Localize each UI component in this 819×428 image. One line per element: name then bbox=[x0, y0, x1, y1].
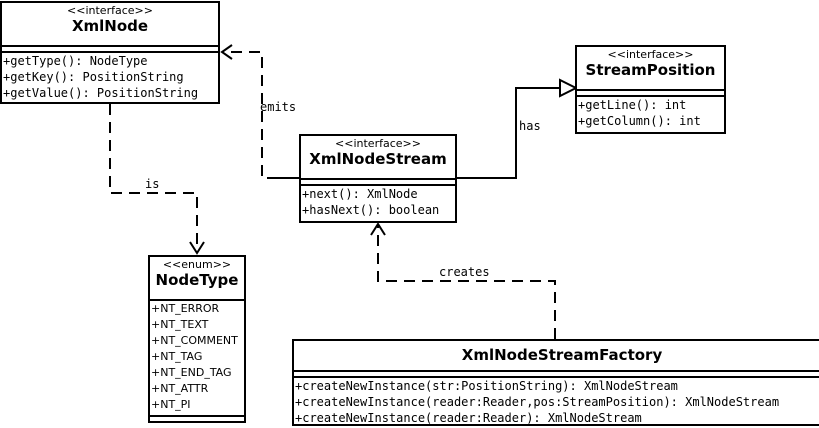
class-xmlnodestream[interactable]: <<interface>> XmlNodeStream +next(): Xml… bbox=[299, 134, 457, 223]
nodetype-literal: +NT_END_TAG bbox=[151, 366, 232, 379]
xmlnodestream-header: <<interface>> XmlNodeStream bbox=[301, 136, 455, 180]
xmlnode-methods: +getType(): NodeType +getKey(): Position… bbox=[2, 53, 218, 101]
nodetype-literal: +NT_ERROR bbox=[151, 302, 220, 315]
xmlnode-method: +getType(): NodeType bbox=[3, 54, 148, 68]
nodetype-literal: +NT_PI bbox=[151, 398, 191, 411]
class-xmlnode[interactable]: <<interface>> XmlNode +getType(): NodeTy… bbox=[0, 1, 220, 104]
nodetype-literal: +NT_TAG bbox=[151, 350, 203, 363]
nodetype-literals: +NT_ERROR +NT_TEXT +NT_COMMENT +NT_TAG +… bbox=[150, 301, 244, 417]
class-streamposition[interactable]: <<interface>> StreamPosition +getLine():… bbox=[575, 45, 726, 134]
streamposition-name: StreamPosition bbox=[585, 61, 716, 79]
xmlnode-stereotype: <<interface>> bbox=[67, 4, 153, 17]
creates-label: creates bbox=[439, 265, 490, 279]
streamposition-header: <<interface>> StreamPosition bbox=[577, 47, 724, 91]
nodetype-literal: +NT_COMMENT bbox=[151, 334, 238, 347]
factory-name: XmlNodeStreamFactory bbox=[461, 346, 663, 364]
enum-nodetype[interactable]: <<enum>> NodeType +NT_ERROR +NT_TEXT +NT… bbox=[148, 255, 246, 423]
factory-attributes bbox=[294, 372, 819, 378]
xmlnode-header: <<interface>> XmlNode bbox=[2, 3, 218, 47]
emits-label: emits bbox=[260, 100, 297, 114]
factory-method: +createNewInstance(reader:Reader): XmlNo… bbox=[295, 411, 642, 425]
xmlnodestream-method: +hasNext(): boolean bbox=[302, 203, 440, 217]
xmlnode-method: +getValue(): PositionString bbox=[3, 86, 199, 100]
xmlnodestream-method: +next(): XmlNode bbox=[302, 187, 418, 201]
nodetype-stereotype: <<enum>> bbox=[162, 258, 232, 271]
xmlnode-name: XmlNode bbox=[71, 17, 149, 35]
emits-arrowhead bbox=[220, 44, 233, 60]
streamposition-methods: +getLine(): int +getColumn(): int bbox=[577, 97, 724, 129]
xmlnode-method: +getKey(): PositionString bbox=[3, 70, 184, 84]
has-label: has bbox=[519, 119, 541, 133]
xmlnodestream-name: XmlNodeStream bbox=[309, 150, 447, 168]
nodetype-header: <<enum>> NodeType bbox=[150, 257, 244, 301]
factory-method: +createNewInstance(str:PositionString): … bbox=[295, 379, 678, 393]
creates-arrowhead bbox=[370, 222, 386, 236]
emits-connector bbox=[222, 51, 278, 179]
xmlnode-attributes bbox=[2, 47, 218, 53]
streamposition-method: +getLine(): int bbox=[578, 98, 687, 112]
factory-method: +createNewInstance(reader:Reader,pos:Str… bbox=[295, 395, 780, 409]
streamposition-stereotype: <<interface>> bbox=[607, 48, 694, 61]
streamposition-method: +getColumn(): int bbox=[578, 114, 701, 128]
nodetype-literal: +NT_ATTR bbox=[151, 382, 209, 395]
is-arrowhead bbox=[189, 241, 205, 255]
class-xmlnodestreamfactory[interactable]: XmlNodeStreamFactory +createNewInstance(… bbox=[292, 339, 819, 426]
xmlnodestream-stereotype: <<interface>> bbox=[335, 137, 421, 150]
xmlnodestream-methods: +next(): XmlNode +hasNext(): boolean bbox=[301, 186, 455, 218]
nodetype-name: NodeType bbox=[155, 271, 239, 289]
xmlnodestream-attributes bbox=[301, 180, 455, 186]
factory-methods: +createNewInstance(str:PositionString): … bbox=[294, 378, 819, 425]
factory-header: XmlNodeStreamFactory bbox=[294, 341, 819, 372]
streamposition-attributes bbox=[577, 91, 724, 97]
has-arrowhead bbox=[559, 78, 579, 98]
is-label: is bbox=[145, 177, 160, 191]
nodetype-literal: +NT_TEXT bbox=[151, 318, 209, 331]
is-connector bbox=[109, 104, 198, 252]
nodetype-methods bbox=[150, 417, 244, 421]
creates-connector bbox=[377, 224, 556, 339]
